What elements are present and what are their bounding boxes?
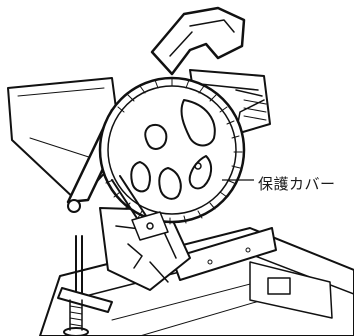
right-fence [171, 227, 333, 319]
blade-guard-callout-label: 保護カバー [258, 175, 336, 193]
base-plate [39, 227, 354, 336]
handle [150, 6, 246, 76]
guard-linkage [111, 175, 169, 241]
clamp-screw [57, 235, 113, 336]
blade-guard [98, 76, 246, 225]
